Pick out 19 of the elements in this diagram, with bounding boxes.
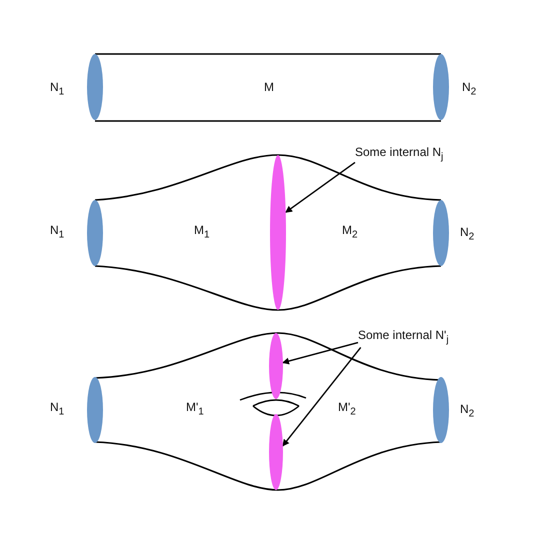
cross-section-ellipse — [269, 414, 283, 490]
leader-line — [285, 162, 356, 213]
callout-text: Some internal N'$_{j}$ — [358, 328, 449, 348]
region-label: N$_{1}$ — [50, 80, 64, 100]
region-label: M$_{1}$ — [194, 223, 210, 242]
region-label: N$_{1}$ — [50, 400, 64, 420]
cross-section-ellipse — [269, 333, 283, 399]
cross-section-ellipse — [270, 155, 286, 310]
region-label: M — [264, 80, 274, 94]
region-label: M$_{2}$ — [342, 223, 358, 242]
region-label: N$_{2}$ — [460, 402, 474, 422]
region-label: N$_{2}$ — [460, 225, 474, 244]
region-label: N$_{2}$ — [462, 80, 476, 100]
leader-line — [282, 342, 358, 364]
region-label: M'$_{2}$ — [338, 400, 356, 420]
callout-text: Some internal N$_{j}$ — [355, 145, 444, 164]
region-label: N$_{1}$ — [50, 223, 64, 242]
leader-line — [282, 346, 362, 446]
region-label: M'$_{1}$ — [186, 400, 204, 420]
